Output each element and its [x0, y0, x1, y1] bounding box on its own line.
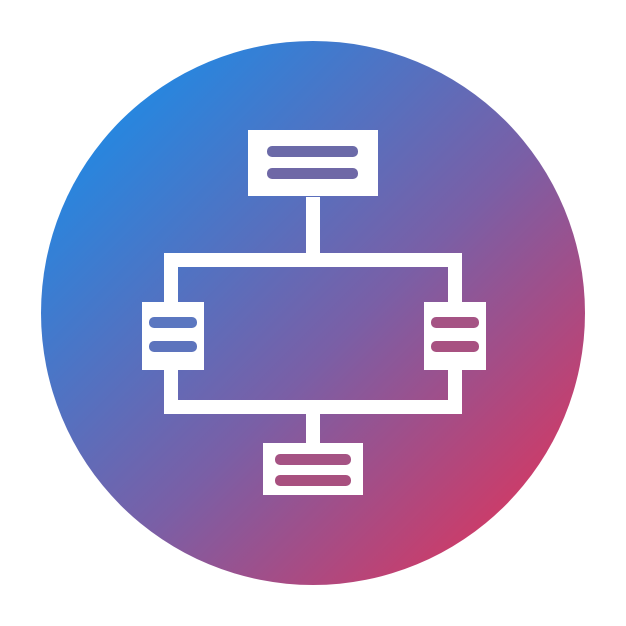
connector-top-horizontal [164, 253, 462, 267]
node-right-line-2 [431, 341, 479, 352]
node-right [424, 302, 486, 370]
node-top-line-2 [267, 168, 358, 179]
connector-bottom-vertical [306, 400, 320, 445]
connector-right-upper [448, 253, 462, 303]
node-left-line-1 [149, 317, 197, 328]
node-bottom [263, 443, 363, 495]
node-top-line-1 [267, 146, 358, 157]
node-bottom-line-1 [275, 454, 351, 465]
node-bottom-line-2 [275, 475, 351, 486]
node-left [142, 302, 204, 370]
node-right-line-1 [431, 317, 479, 328]
connector-top-vertical [306, 197, 320, 260]
gradient-circle-background [41, 41, 585, 585]
flowchart-glyph [164, 197, 462, 445]
node-left-line-2 [149, 341, 197, 352]
node-top [248, 130, 378, 196]
connector-left-upper [164, 253, 178, 303]
